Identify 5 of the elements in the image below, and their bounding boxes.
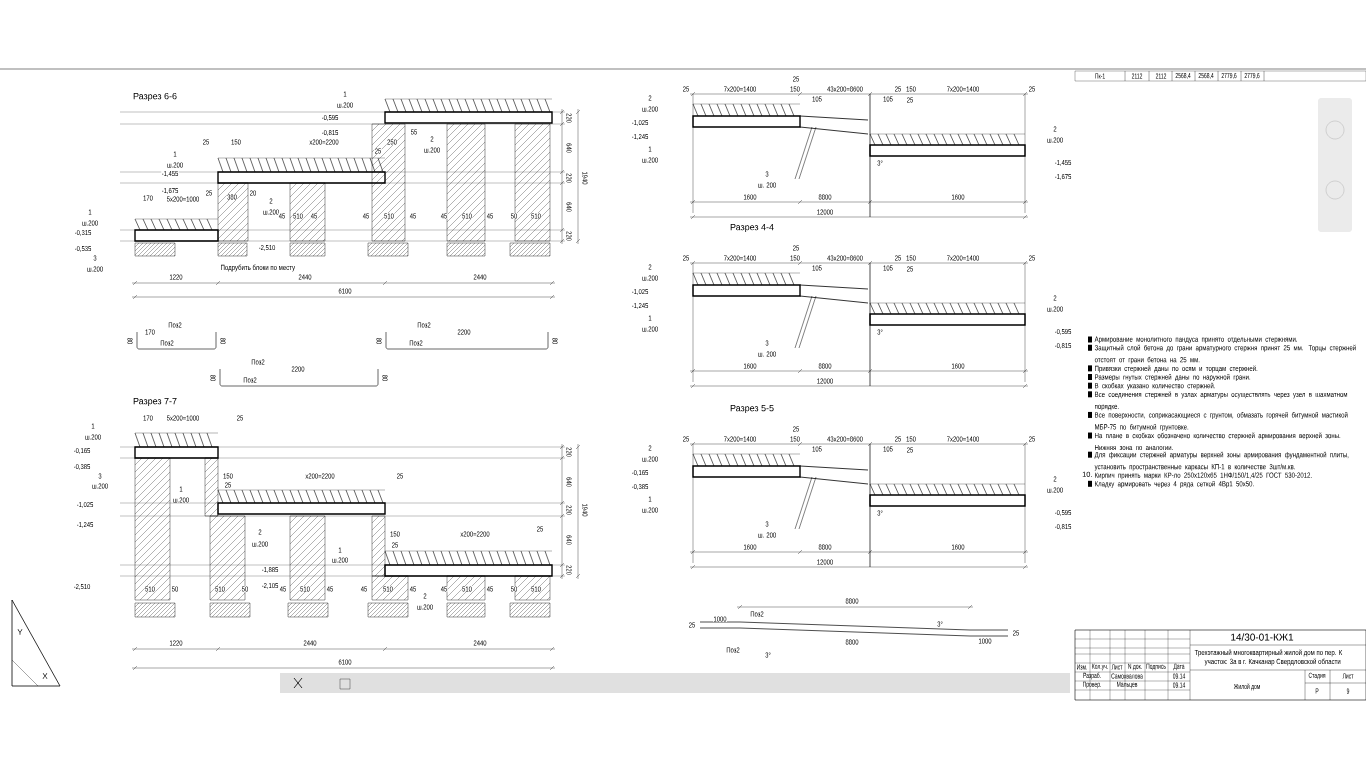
drawing-code: 14/30-01-КЖ1 (1231, 633, 1294, 641)
section-title: Разрез 7-7 (133, 398, 177, 406)
section-title: Разрез 5-5 (730, 405, 774, 413)
section-title: Разрез 6-6 (133, 92, 177, 102)
section-title: Разрез 4-4 (730, 224, 774, 232)
